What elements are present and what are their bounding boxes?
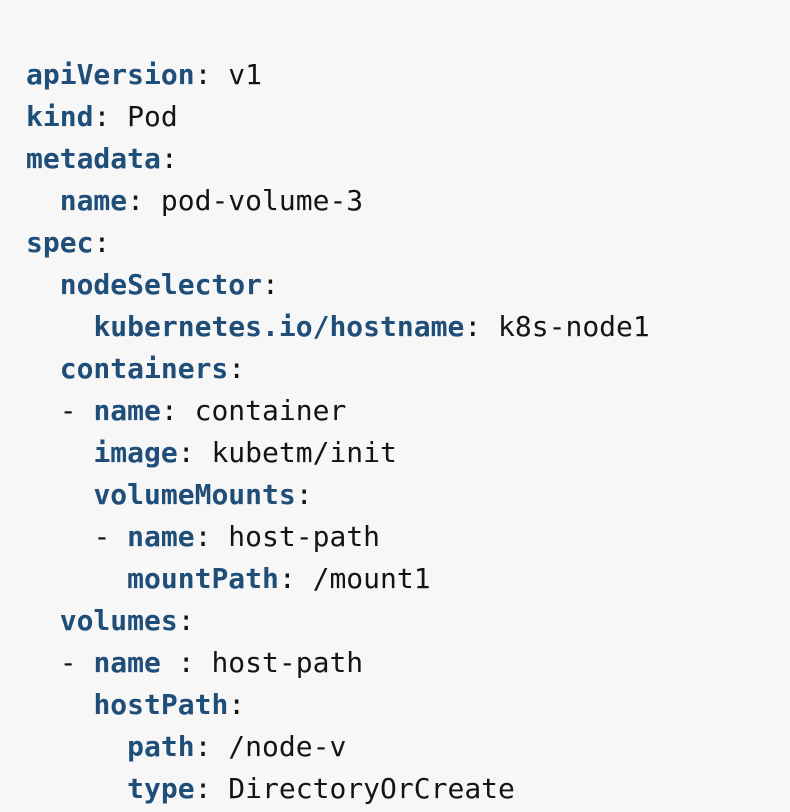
yaml-colon: :	[194, 730, 212, 763]
yaml-list-dash: -	[59, 646, 94, 679]
yaml-line: volumeMounts:	[0, 474, 790, 516]
yaml-indent	[26, 772, 127, 805]
yaml-indent	[26, 604, 60, 637]
yaml-line: kind: Pod	[0, 96, 790, 138]
yaml-key: nodeSelector	[59, 268, 263, 301]
yaml-line: name: pod-volume-3	[0, 180, 790, 222]
yaml-key: hostPath	[93, 688, 229, 721]
yaml-key: name	[93, 394, 161, 427]
yaml-value: k8s-node1	[481, 310, 650, 343]
yaml-value: host-path	[194, 646, 364, 679]
yaml-indent	[26, 184, 60, 217]
yaml-key: name	[127, 520, 195, 553]
yaml-value: v1	[211, 58, 263, 91]
yaml-colon: :	[262, 268, 279, 301]
yaml-key: volumeMounts	[93, 478, 296, 511]
yaml-line: volumes:	[0, 600, 790, 642]
yaml-list-dash: -	[93, 520, 128, 553]
yaml-line: nodeSelector:	[0, 264, 790, 306]
yaml-indent	[26, 436, 93, 469]
yaml-line: hostPath:	[0, 684, 790, 726]
yaml-indent	[26, 730, 127, 763]
yaml-line: metadata:	[0, 138, 790, 180]
yaml-value: Pod	[110, 100, 178, 133]
yaml-line: kubernetes.io/hostname: k8s-node1	[0, 306, 790, 348]
yaml-colon: :	[93, 100, 111, 133]
yaml-value: container	[177, 394, 347, 427]
yaml-colon: :	[160, 646, 195, 679]
yaml-key: type	[127, 772, 195, 805]
yaml-colon: :	[228, 352, 246, 385]
yaml-key: path	[127, 730, 195, 763]
yaml-key: name	[59, 184, 128, 217]
yaml-indent	[26, 646, 60, 679]
yaml-indent	[26, 520, 93, 553]
yaml-indent	[26, 394, 60, 427]
yaml-key: metadata	[26, 142, 161, 175]
yaml-colon: :	[127, 184, 145, 217]
yaml-line: containers:	[0, 348, 790, 390]
yaml-value: pod-volume-3	[144, 184, 364, 217]
yaml-colon: :	[160, 394, 178, 427]
yaml-value: host-path	[211, 520, 381, 553]
yaml-indent	[26, 562, 127, 595]
yaml-line: image: kubetm/init	[0, 432, 790, 474]
yaml-value: kubetm/init	[194, 436, 397, 469]
yaml-key: kubernetes.io/hostname	[93, 310, 465, 343]
yaml-line: apiVersion: v1	[0, 54, 790, 96]
yaml-value: DirectoryOrCreate	[211, 772, 515, 805]
yaml-colon: :	[93, 226, 111, 259]
yaml-line: - name: host-path	[0, 516, 790, 558]
yaml-indent	[26, 268, 60, 301]
yaml-line: - name : host-path	[0, 642, 790, 684]
yaml-key: name	[93, 646, 161, 679]
yaml-colon: :	[295, 478, 313, 511]
yaml-indent	[26, 688, 93, 721]
yaml-list-dash: -	[59, 394, 94, 427]
yaml-colon: :	[464, 310, 482, 343]
yaml-key: spec	[26, 226, 94, 259]
yaml-key: image	[93, 436, 178, 469]
yaml-colon: :	[228, 688, 246, 721]
yaml-line: mountPath: /mount1	[0, 558, 790, 600]
yaml-colon: :	[177, 436, 195, 469]
yaml-line: - name: container	[0, 390, 790, 432]
yaml-line: path: /node-v	[0, 726, 790, 768]
yaml-colon: :	[278, 562, 296, 595]
yaml-line: spec:	[0, 222, 790, 264]
yaml-colon: :	[177, 604, 195, 637]
yaml-key: containers	[59, 352, 229, 385]
yaml-colon: :	[194, 58, 212, 91]
yaml-key: volumes	[59, 604, 178, 637]
yaml-indent	[26, 352, 60, 385]
yaml-indent	[26, 478, 93, 511]
yaml-value: /node-v	[211, 730, 347, 763]
yaml-colon: :	[194, 772, 212, 805]
yaml-colon: :	[160, 142, 178, 175]
yaml-indent	[26, 310, 93, 343]
yaml-value: /mount1	[295, 562, 431, 595]
yaml-key: kind	[26, 100, 94, 133]
yaml-key: apiVersion	[26, 58, 195, 91]
yaml-line: type: DirectoryOrCreate	[0, 768, 790, 810]
yaml-key: mountPath	[127, 562, 279, 595]
yaml-colon: :	[194, 520, 212, 553]
